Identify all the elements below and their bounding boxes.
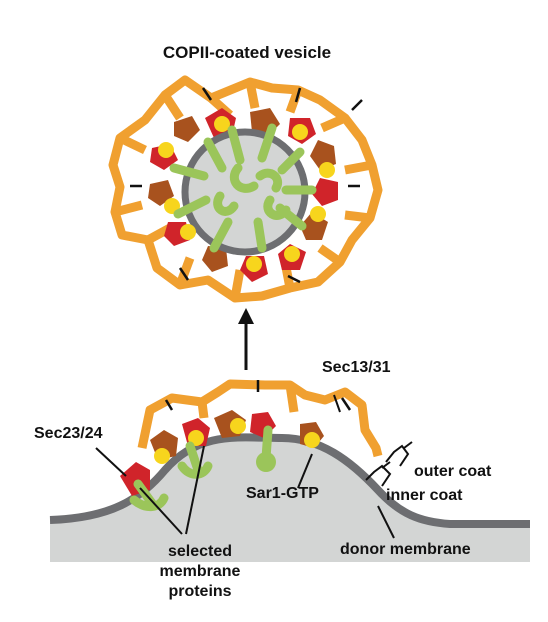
copii-coated-vesicle xyxy=(108,75,383,303)
label-selected-membrane-proteins: selected membrane proteins xyxy=(160,543,241,600)
label-sar1-gtp: Sar1-GTP xyxy=(246,485,319,502)
coat-brackets xyxy=(365,441,413,487)
label-selected-line2: membrane xyxy=(160,563,241,580)
donor-membrane-region xyxy=(49,433,530,562)
vesicle-outer-coat xyxy=(108,75,383,303)
label-selected-line1: selected xyxy=(168,543,232,560)
bud-sar1-gtp-cargo-head xyxy=(256,452,276,472)
label-selected-line3: proteins xyxy=(168,583,231,600)
label-sec13-31: Sec13/31 xyxy=(322,359,391,376)
label-outer-coat: outer coat xyxy=(414,463,492,480)
leader-lines xyxy=(95,394,395,539)
bud-outer-coat xyxy=(137,379,383,458)
vesicle-coat-ticks xyxy=(130,87,363,284)
vesicle-title: COPII-coated vesicle xyxy=(163,43,331,62)
budding-arrow xyxy=(238,308,254,370)
label-sec23-24: Sec23/24 xyxy=(34,425,103,442)
bud-coat-ticks xyxy=(164,380,352,411)
vesicle-cargo-proteins xyxy=(169,123,317,253)
label-donor-membrane: donor membrane xyxy=(340,541,471,558)
label-inner-coat: inner coat xyxy=(386,487,463,504)
